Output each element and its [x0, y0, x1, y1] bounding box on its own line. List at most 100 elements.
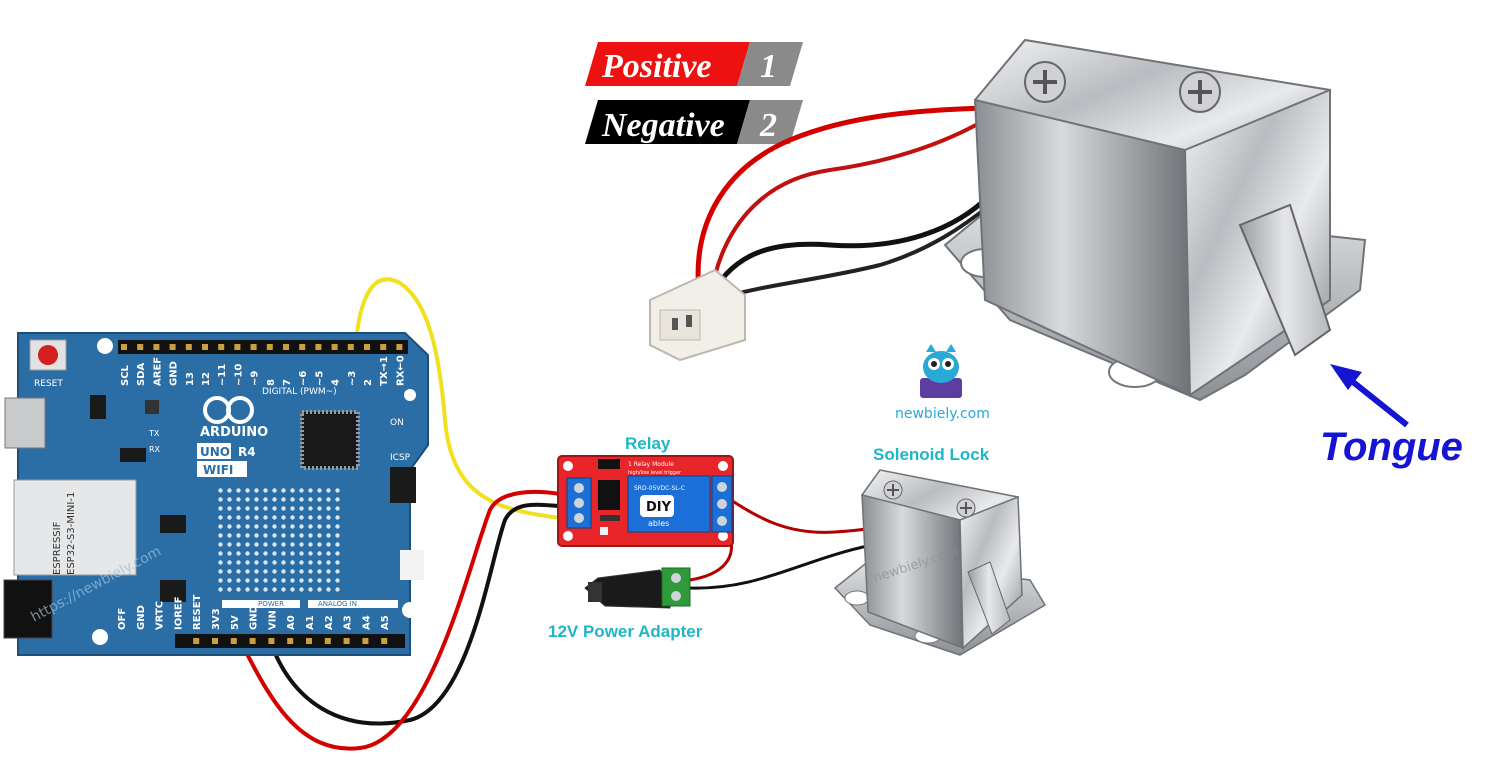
esp-module-line1: ESPRESSIF [52, 521, 63, 575]
bottom-pin-label: 5V [230, 615, 241, 630]
rx-label: RX [149, 445, 161, 454]
model-wifi: WIFI [203, 463, 233, 477]
header-hole [283, 344, 289, 350]
top-pin-label: 12 [201, 372, 212, 386]
header-hole [315, 344, 322, 350]
top-pin-label: ~11 [217, 364, 228, 386]
header-hole [250, 344, 257, 350]
solenoid-lock-small: newbiely.com [833, 469, 1047, 656]
wire-adapter-solenoid-black [689, 543, 873, 590]
relay-label: Relay [625, 434, 671, 453]
header-hole [234, 344, 241, 350]
header-hole [381, 638, 388, 644]
power-label: POWER [258, 600, 284, 608]
led-matrix [218, 488, 342, 596]
tongue-arrow-head [1330, 364, 1362, 390]
header-hole [137, 344, 144, 350]
mcu-chip [300, 410, 360, 470]
closeup-connector [649, 268, 746, 362]
digital-label: DIGITAL (PWM~) [262, 387, 337, 397]
power-adapter [584, 567, 691, 609]
wire-relay-solenoid-red [724, 494, 873, 534]
closeup-wire-red [695, 105, 986, 301]
bottom-pin-label: GND [249, 605, 260, 630]
negative-label: Negative [601, 107, 725, 144]
closeup-screw-1 [1024, 61, 1066, 103]
header-hole [380, 344, 387, 350]
top-pin-label: 7 [282, 379, 293, 386]
header-hole [230, 638, 237, 644]
top-header [118, 340, 408, 354]
reset-button[interactable] [29, 339, 67, 371]
bottom-pin-label: RESET [192, 594, 203, 630]
bottom-pin-label: A2 [324, 615, 335, 630]
bottom-pin-label: GND [136, 605, 147, 630]
relay-title: 1 Relay Module [628, 461, 674, 468]
icsp-header [390, 467, 416, 503]
bottom-pin-label: A1 [305, 615, 316, 630]
header-hole [193, 638, 200, 644]
usb-port [4, 397, 46, 449]
negative-tag [585, 100, 750, 144]
relay-subtitle: high/low level trigger [628, 470, 682, 476]
relay-brand-diy: DIY [646, 500, 672, 515]
wire-gnd-black [268, 502, 561, 726]
top-pin-holes [121, 344, 403, 350]
bottom-pin-label: VIN [267, 610, 278, 630]
esp32-module [13, 479, 137, 576]
top-pin-label: SCL [120, 364, 131, 386]
header-hole [202, 344, 208, 350]
bottom-pin-label: A4 [361, 615, 372, 630]
wire-5v-red [238, 489, 561, 751]
bottom-pin-label: IOREF [173, 596, 184, 630]
bottom-pin-label: A5 [380, 615, 391, 630]
header-hole [266, 344, 273, 350]
top-pin-label: ~9 [250, 371, 261, 386]
closeup-screw-2 [1179, 71, 1221, 113]
header-hole [306, 638, 312, 644]
header-hole [185, 344, 192, 350]
header-hole [218, 344, 225, 350]
bottom-pin-label: A3 [343, 615, 354, 630]
positive-tag [585, 42, 750, 86]
top-pin-label: SDA [136, 362, 147, 386]
closeup-wire-red-2 [708, 118, 986, 301]
relay-brand-ables: ables [648, 519, 669, 528]
reset-label: RESET [34, 379, 63, 389]
arduino-brand: ARDUINO [200, 425, 268, 440]
bottom-pin-label: 3V3 [211, 608, 222, 630]
top-pin-label: ~5 [314, 371, 325, 386]
relay-part: SRD-05VDC-SL-C [634, 485, 685, 492]
bottom-pin-label: OFF [117, 608, 128, 630]
top-pin-label: GND [169, 361, 180, 386]
solenoid-closeup [649, 38, 1367, 402]
negative-num-tag [737, 100, 803, 144]
header-hole [331, 344, 338, 350]
icsp-label: ICSP [390, 453, 411, 463]
relay-module: 1 Relay Module high/low level trigger SR… [557, 455, 734, 547]
model-r4: R4 [238, 445, 256, 459]
top-pin-label: 2 [363, 379, 374, 386]
owl-icon [920, 344, 962, 398]
tongue-arrow-line [1346, 375, 1409, 428]
header-hole [364, 344, 370, 350]
esp-module-line2: ESP32-S3-MINI-1 [66, 492, 77, 575]
tongue-annotation: Tongue [1320, 364, 1463, 469]
top-pin-label: 13 [185, 372, 196, 386]
bottom-pin-label: A0 [286, 615, 297, 630]
wire-legend: Positive 1 Negative 2 [585, 42, 803, 144]
analog-label: ANALOG IN [318, 600, 357, 608]
solenoid-label: Solenoid Lock [873, 445, 990, 464]
dc-jack [3, 579, 53, 639]
model-uno: UNO [200, 445, 230, 459]
top-pin-label: 4 [331, 379, 342, 386]
header-hole [121, 344, 127, 350]
power-adapter-label: 12V Power Adapter [548, 622, 703, 641]
positive-number: 1 [760, 48, 777, 85]
header-hole [268, 638, 275, 644]
top-pin-label: ~6 [298, 371, 309, 386]
